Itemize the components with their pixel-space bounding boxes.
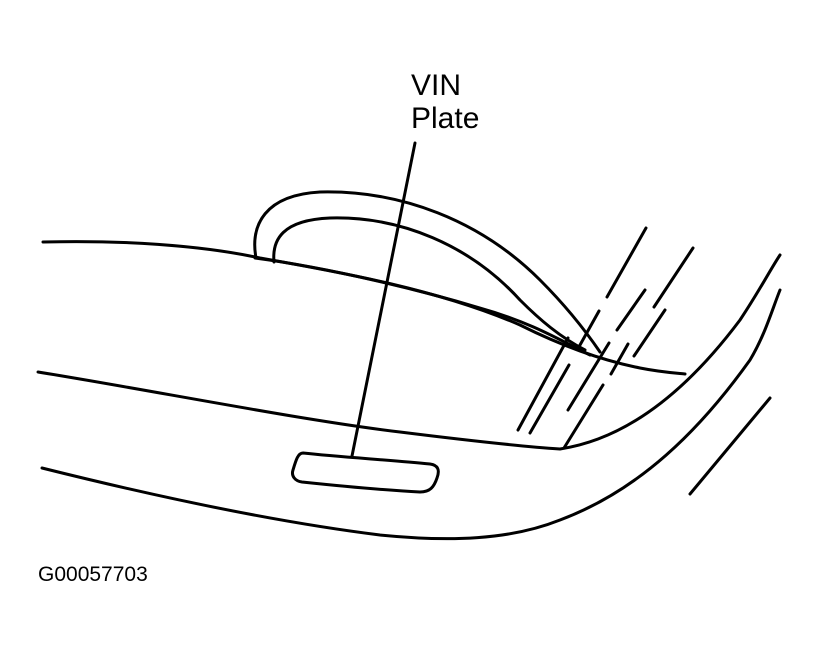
callout-label-line1: VIN (411, 69, 462, 102)
windshield-line (652, 246, 695, 309)
windshield-line (528, 363, 571, 435)
dashboard-bottom-edge (40, 288, 782, 541)
windshield-line (562, 383, 605, 450)
windshield-line (688, 396, 772, 496)
windshield-line (605, 226, 648, 299)
windshield-line (566, 341, 611, 412)
vin-plate (291, 451, 440, 494)
vin-plate-callout-label: VIN Plate (411, 69, 479, 135)
callout-label-line2: Plate (411, 102, 480, 135)
windshield-line (632, 308, 667, 358)
callout-leader-line (350, 141, 417, 458)
dashboard-crease (253, 256, 592, 357)
figure-id: G00057703 (38, 563, 148, 586)
windshield-line (609, 342, 630, 376)
dashboard-mid-edge (36, 253, 782, 451)
windshield-line (516, 336, 570, 432)
windshield-line (615, 288, 647, 332)
windshield-line (578, 309, 601, 347)
vent-outer-arch (253, 190, 602, 354)
vent-inner-arch (272, 216, 587, 352)
